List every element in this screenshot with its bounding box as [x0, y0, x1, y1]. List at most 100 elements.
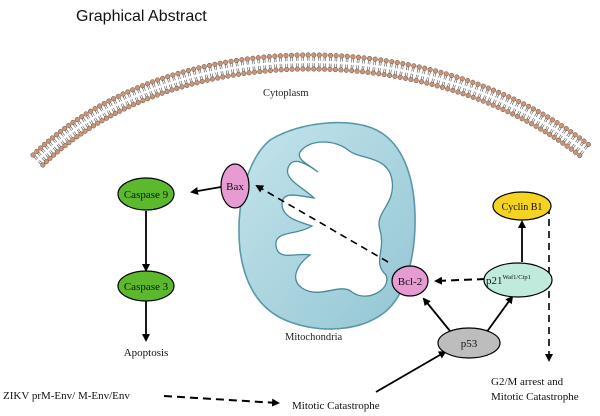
node-bax: Bax [220, 163, 250, 209]
lipid-head [365, 69, 371, 75]
caspase3-shape [117, 270, 175, 302]
lipid-head [160, 75, 166, 81]
lipid-head [115, 93, 121, 99]
lipid-head [416, 64, 422, 70]
node-p21: p21Waf1/Cip1 [483, 262, 553, 298]
lipid-head [159, 90, 165, 96]
lipid-head [230, 72, 236, 78]
lipid-head [189, 81, 195, 87]
lipid-head [284, 66, 290, 73]
arrow-mitotic-to-p53 [375, 350, 447, 393]
cytoplasm-label: Cytoplasm [263, 88, 309, 99]
lipid-head [117, 108, 123, 114]
lipid-head [278, 67, 284, 73]
lipid-head [139, 83, 146, 89]
lipid-head [233, 57, 239, 64]
lipid-head [220, 74, 226, 80]
p21-shape [483, 262, 553, 298]
lipid-head [542, 129, 548, 135]
lipid-head [367, 55, 373, 62]
lipid-head [273, 67, 279, 73]
lipid-head [225, 73, 231, 79]
lipid-head [154, 92, 160, 98]
lipid-head [169, 87, 175, 93]
lipid-head [490, 102, 496, 108]
lipid-head [443, 71, 449, 77]
lipid-head [58, 146, 64, 152]
lipid-head [400, 61, 406, 67]
lipid-head [429, 81, 435, 88]
lipid-head [585, 141, 591, 148]
lipid-head [179, 84, 185, 90]
lipid-head [470, 94, 476, 100]
diagram-title: Graphical Abstract [76, 8, 207, 25]
lipid-head [495, 104, 501, 110]
lipid-head [501, 91, 507, 98]
lipid-head [470, 79, 476, 85]
cyclinb1-label: Cyclin B1 [502, 202, 543, 213]
lipid-head [549, 117, 555, 123]
lipid-head [338, 67, 344, 73]
lipid-head [480, 98, 486, 104]
lipid-head [92, 106, 98, 112]
lipid-head [547, 131, 553, 138]
lipid-head [506, 94, 512, 100]
lipid-head [184, 82, 190, 89]
p53-shape [437, 327, 501, 359]
lipid-head [175, 70, 181, 77]
lipid-head [53, 132, 59, 138]
caspase9-shape [117, 177, 175, 211]
lipid-head [246, 70, 252, 76]
lipid-head [530, 106, 536, 112]
lipid-head [455, 89, 461, 95]
lipid-head [418, 79, 425, 85]
lipid-head [505, 109, 511, 115]
lipid-head [490, 87, 497, 93]
lipid-head [239, 57, 245, 63]
lipid-head [376, 71, 382, 77]
lipid-head [465, 77, 471, 84]
node-cyclinb1: Cyclin B1 [492, 191, 552, 221]
lipid-head [559, 123, 565, 129]
lipid-head [581, 138, 587, 144]
lipid-head [305, 52, 311, 58]
lipid-head [422, 65, 428, 71]
lipid-head [563, 126, 569, 132]
lipid-head [154, 77, 161, 83]
lipid-head [514, 113, 520, 119]
lipid-head [40, 162, 46, 168]
lipid-head [106, 98, 112, 104]
lipid-head [500, 106, 506, 113]
lipid-head [526, 103, 532, 109]
lipid-head [572, 132, 578, 138]
lipid-head [378, 57, 384, 63]
bax-label: Bax [226, 181, 244, 193]
lipid-head [475, 96, 481, 102]
lipid-head [212, 61, 218, 67]
lipid-head [62, 125, 68, 131]
lipid-head [70, 119, 76, 125]
caspase3-label: Caspase 3 [124, 281, 169, 293]
lipid-head [78, 131, 84, 137]
lipid-head [82, 128, 88, 134]
lipid-head [185, 67, 191, 74]
lipid-head [244, 56, 250, 62]
p21-main-text: p21 [486, 275, 503, 287]
lipid-head [344, 53, 350, 59]
lipid-head [110, 96, 117, 102]
lipid-head [361, 55, 367, 61]
lipid-head [564, 143, 570, 149]
lipid-head [554, 120, 560, 126]
lipid-head [511, 96, 517, 102]
lipid-head [328, 52, 334, 58]
bcl2-label: Bcl-2 [398, 276, 422, 288]
p53-label: p53 [461, 338, 478, 350]
lipid-head [372, 56, 378, 62]
arrow-bcl2-to-bax [255, 184, 389, 263]
lipid-head [283, 52, 289, 59]
lipid-head [485, 100, 491, 106]
lipid-head [180, 69, 186, 75]
cell-membrane [30, 52, 591, 168]
lipid-head [164, 89, 170, 95]
